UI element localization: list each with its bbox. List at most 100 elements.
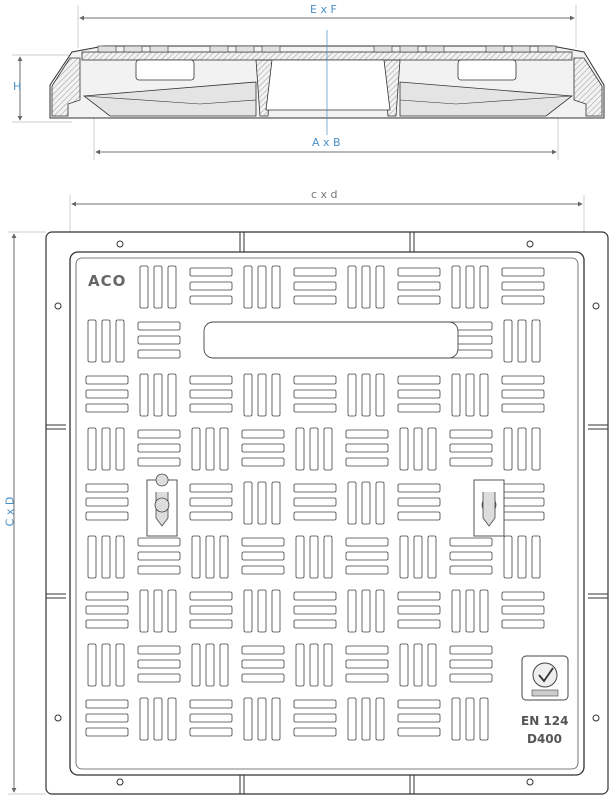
cover-slot bbox=[501, 267, 545, 277]
cross-section-view bbox=[12, 5, 605, 160]
cover-slot bbox=[85, 497, 129, 507]
cover-slot bbox=[375, 589, 385, 633]
cover-slot bbox=[293, 591, 337, 601]
cover-slot bbox=[449, 673, 493, 683]
cover-slot bbox=[189, 713, 233, 723]
cover-slot bbox=[479, 589, 489, 633]
cover-slot bbox=[189, 497, 233, 507]
cover-slot bbox=[399, 535, 409, 579]
cover-slot bbox=[85, 375, 129, 385]
cover-slot bbox=[137, 645, 181, 655]
cover-slot bbox=[361, 481, 371, 525]
cover-slot bbox=[413, 535, 423, 579]
cover-slot bbox=[101, 427, 111, 471]
cover-slot bbox=[139, 589, 149, 633]
cover-slot bbox=[399, 427, 409, 471]
cover-slot bbox=[115, 427, 125, 471]
cover-slot bbox=[271, 589, 281, 633]
cover-slot bbox=[375, 265, 385, 309]
cover-slot bbox=[397, 713, 441, 723]
cover-slot bbox=[501, 497, 545, 507]
cover-slot bbox=[501, 375, 545, 385]
cover-slot bbox=[361, 589, 371, 633]
cover-slot bbox=[323, 643, 333, 687]
cover-slot bbox=[449, 659, 493, 669]
cover-slot bbox=[153, 589, 163, 633]
cover-slot bbox=[451, 697, 461, 741]
cover-slot bbox=[293, 605, 337, 615]
certification-mark-icon bbox=[521, 655, 569, 701]
cover-slot bbox=[205, 535, 215, 579]
cover-slot bbox=[501, 483, 545, 493]
cover-slot bbox=[137, 673, 181, 683]
cover-slot bbox=[361, 697, 371, 741]
cover-slot bbox=[427, 535, 437, 579]
cover-slot bbox=[399, 643, 409, 687]
cover-slot bbox=[295, 643, 305, 687]
cover-slot bbox=[137, 659, 181, 669]
cover-slot bbox=[137, 537, 181, 547]
cover-slot bbox=[375, 481, 385, 525]
cover-slot bbox=[465, 589, 475, 633]
cover-slot bbox=[167, 373, 177, 417]
cover-slot bbox=[219, 643, 229, 687]
cover-slot bbox=[85, 483, 129, 493]
cover-slot bbox=[189, 483, 233, 493]
cover-slot bbox=[427, 643, 437, 687]
cover-slot bbox=[293, 389, 337, 399]
cover-slot bbox=[115, 319, 125, 363]
cover-slot bbox=[85, 389, 129, 399]
clear-opening-label: A x B bbox=[312, 136, 341, 149]
cover-slot bbox=[449, 645, 493, 655]
cover-slot bbox=[397, 591, 441, 601]
cover-slot bbox=[501, 295, 545, 305]
cover-slot bbox=[87, 535, 97, 579]
cover-slot bbox=[115, 643, 125, 687]
cover-slot bbox=[189, 591, 233, 601]
cover-slot bbox=[87, 319, 97, 363]
cover-slot bbox=[257, 589, 267, 633]
keyhole-icon bbox=[146, 473, 178, 537]
cover-slot bbox=[345, 659, 389, 669]
overall-size-label: E x F bbox=[310, 3, 337, 16]
cover-slot bbox=[191, 427, 201, 471]
cover-slot bbox=[167, 589, 177, 633]
cover-slot bbox=[87, 643, 97, 687]
cover-slot bbox=[219, 427, 229, 471]
cover-slot bbox=[137, 551, 181, 561]
cover-slot bbox=[137, 457, 181, 467]
cover-slot bbox=[345, 673, 389, 683]
cover-slot bbox=[449, 457, 493, 467]
cover-slot bbox=[241, 537, 285, 547]
cover-slot bbox=[397, 281, 441, 291]
cover-slot bbox=[451, 373, 461, 417]
cover-slot bbox=[295, 427, 305, 471]
cover-slot bbox=[293, 281, 337, 291]
cover-slot bbox=[191, 643, 201, 687]
cover-slot bbox=[517, 427, 527, 471]
cover-slot bbox=[449, 551, 493, 561]
cover-slot bbox=[243, 481, 253, 525]
cover-slot bbox=[137, 335, 181, 345]
cover-slot bbox=[189, 375, 233, 385]
cover-slot bbox=[189, 403, 233, 413]
cover-slot bbox=[189, 267, 233, 277]
height-label: H bbox=[13, 80, 22, 93]
cover-slot bbox=[501, 511, 545, 521]
cover-slot bbox=[293, 403, 337, 413]
cover-slot bbox=[361, 373, 371, 417]
cover-slot bbox=[219, 535, 229, 579]
cover-slot bbox=[347, 697, 357, 741]
cover-slot bbox=[451, 265, 461, 309]
cover-slot bbox=[449, 537, 493, 547]
cover-slot bbox=[531, 535, 541, 579]
cover-slot bbox=[531, 427, 541, 471]
cover-slot bbox=[449, 443, 493, 453]
cover-slot bbox=[345, 565, 389, 575]
cover-slot bbox=[85, 699, 129, 709]
cover-slot bbox=[241, 443, 285, 453]
cover-slot bbox=[167, 265, 177, 309]
cover-slot bbox=[241, 457, 285, 467]
cover-slot bbox=[139, 265, 149, 309]
